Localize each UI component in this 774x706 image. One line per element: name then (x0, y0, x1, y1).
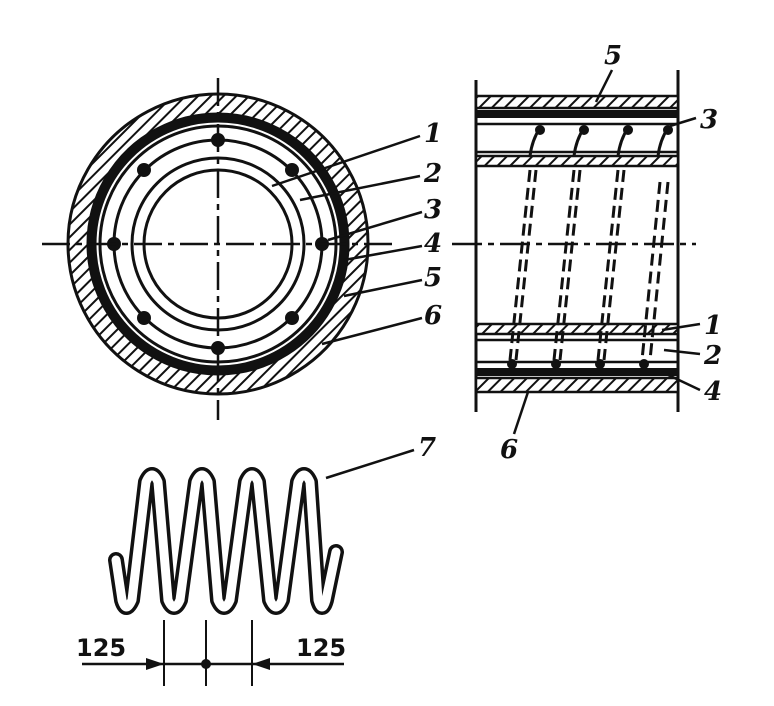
label-4-right: 4 (704, 377, 722, 407)
label-2: 2 (423, 159, 442, 189)
label-5-right: 5 (604, 41, 622, 71)
dimension-left: 125 (76, 634, 126, 662)
leader-line-7 (325, 448, 415, 480)
label-6-right: 6 (500, 435, 518, 465)
top-hatched-layer (474, 94, 680, 110)
rebar-dot (579, 125, 589, 135)
leader-line-1 (271, 134, 421, 188)
label-1: 1 (424, 119, 442, 149)
dimension-arrow (252, 658, 270, 670)
leader-line-6-right (512, 391, 530, 435)
rebar-dot (285, 163, 299, 177)
rebar-dot (137, 311, 151, 325)
cross-section-view: 1 2 3 4 5 6 (42, 78, 442, 420)
leader-line-5-right (594, 69, 614, 103)
label-3: 3 (424, 195, 442, 225)
spring-coil-inner (111, 470, 341, 612)
bottom-black-band (476, 368, 678, 376)
label-1-right: 1 (704, 311, 722, 341)
rebar-dot (623, 125, 633, 135)
longitudinal-section-view: 5 3 1 2 4 6 (452, 41, 722, 465)
leader-line-2 (299, 174, 421, 202)
top-inner-hatched (474, 154, 680, 168)
bottom-hatched-layer (474, 376, 680, 394)
label-2-right: 2 (703, 341, 722, 371)
rebar-dot (507, 359, 517, 369)
leader-line-1-right (661, 322, 701, 332)
leader-line-5 (343, 278, 423, 298)
rebar-dot (551, 359, 561, 369)
label-5: 5 (424, 263, 442, 293)
dimension-arrow (146, 658, 164, 670)
leader-line-2-right (663, 348, 701, 356)
leader-line-3-right (669, 116, 697, 128)
label-6: 6 (424, 301, 442, 331)
label-7: 7 (418, 433, 436, 463)
rebar-dot (535, 125, 545, 135)
leader-line-6 (321, 316, 423, 346)
leader-line-4-right (661, 370, 701, 392)
bottom-inner-hatched (474, 322, 680, 336)
leader-line-4 (343, 244, 423, 262)
label-4: 4 (424, 229, 442, 259)
rebar-dot (137, 163, 151, 177)
rebar-dot (663, 125, 673, 135)
label-3-right: 3 (700, 105, 718, 135)
leader-line-3 (327, 210, 423, 242)
rebar-dot (639, 359, 649, 369)
dimension-dot (201, 659, 211, 669)
top-black-band (476, 110, 678, 118)
spiral-spring-view: 7 125 125 (76, 433, 436, 686)
rebar-dot (285, 311, 299, 325)
rebar-dot (595, 359, 605, 369)
dimension-right: 125 (296, 634, 346, 662)
